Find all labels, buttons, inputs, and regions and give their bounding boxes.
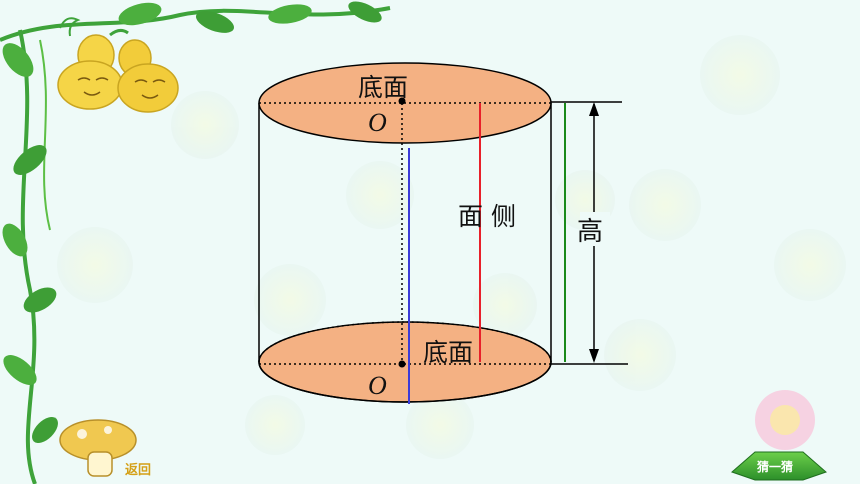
lateral-surface-label: 面 侧	[458, 202, 516, 231]
bottom-center-label: O	[368, 371, 387, 400]
back-button-label: 返回	[125, 463, 151, 478]
top-base-label: 底面	[358, 73, 408, 102]
bottom-base-label: 底面	[423, 338, 473, 367]
cylinder-diagram: 底面 O 面 侧 高 底面 O	[258, 62, 628, 404]
back-button[interactable]: 返回	[59, 419, 151, 478]
top-center-point	[398, 97, 406, 105]
dimension-arrow-down	[589, 349, 599, 363]
guess-button-label: 猜一猜	[756, 459, 793, 474]
gourd-decoration	[57, 28, 179, 113]
dimension-arrow-up	[589, 102, 599, 116]
flower-decoration	[755, 390, 815, 450]
vine-decoration	[0, 1, 391, 484]
height-label: 高	[577, 217, 603, 247]
bottom-base-hidden-edge	[258, 321, 552, 363]
arrow-icon	[731, 451, 827, 481]
top-center-label: O	[368, 108, 387, 137]
guess-button[interactable]: 猜一猜	[731, 451, 827, 481]
background-flowers	[57, 35, 846, 459]
bottom-center-point	[398, 360, 406, 368]
